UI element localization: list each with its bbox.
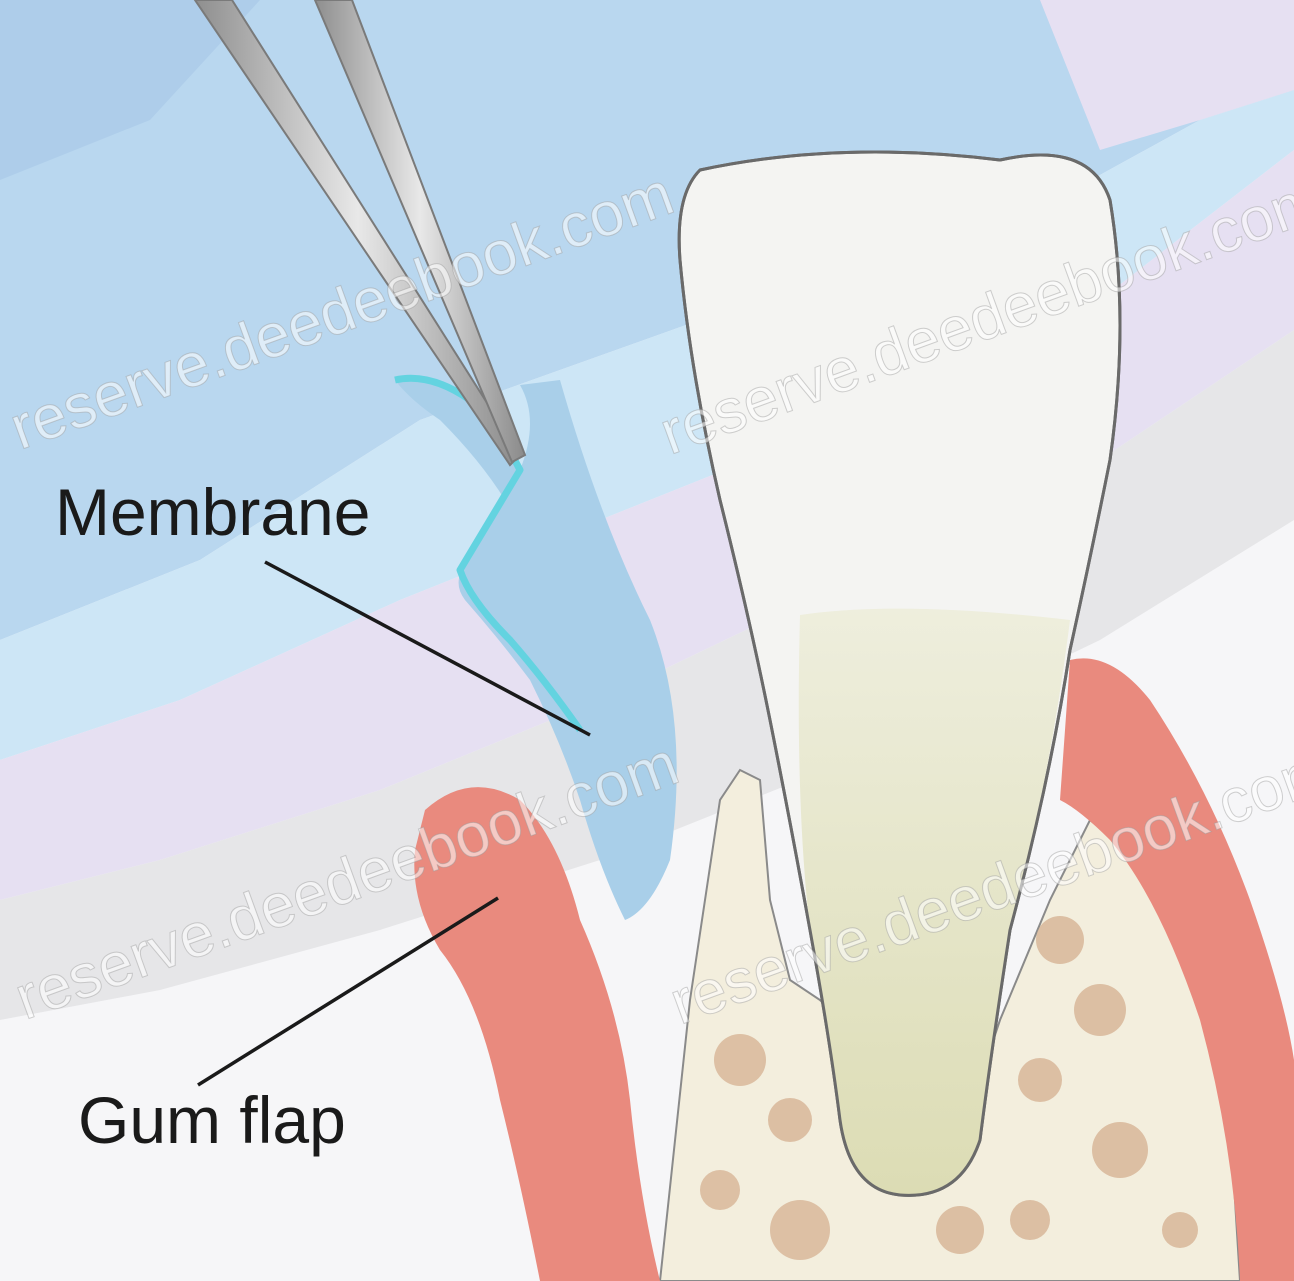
bone-spot bbox=[1074, 984, 1126, 1036]
bone-spot bbox=[1010, 1200, 1050, 1240]
bone-spot bbox=[770, 1200, 830, 1260]
bone-spot bbox=[1162, 1212, 1198, 1248]
gum-flap-label: Gum flap bbox=[78, 1083, 346, 1157]
membrane-label: Membrane bbox=[55, 475, 370, 549]
bone-spot bbox=[700, 1170, 740, 1210]
bone-spot bbox=[714, 1034, 766, 1086]
bone-spot bbox=[1036, 916, 1084, 964]
bone-spot bbox=[768, 1098, 812, 1142]
bone-spot bbox=[936, 1206, 984, 1254]
bone-spot bbox=[1092, 1122, 1148, 1178]
bone-spot bbox=[1018, 1058, 1062, 1102]
